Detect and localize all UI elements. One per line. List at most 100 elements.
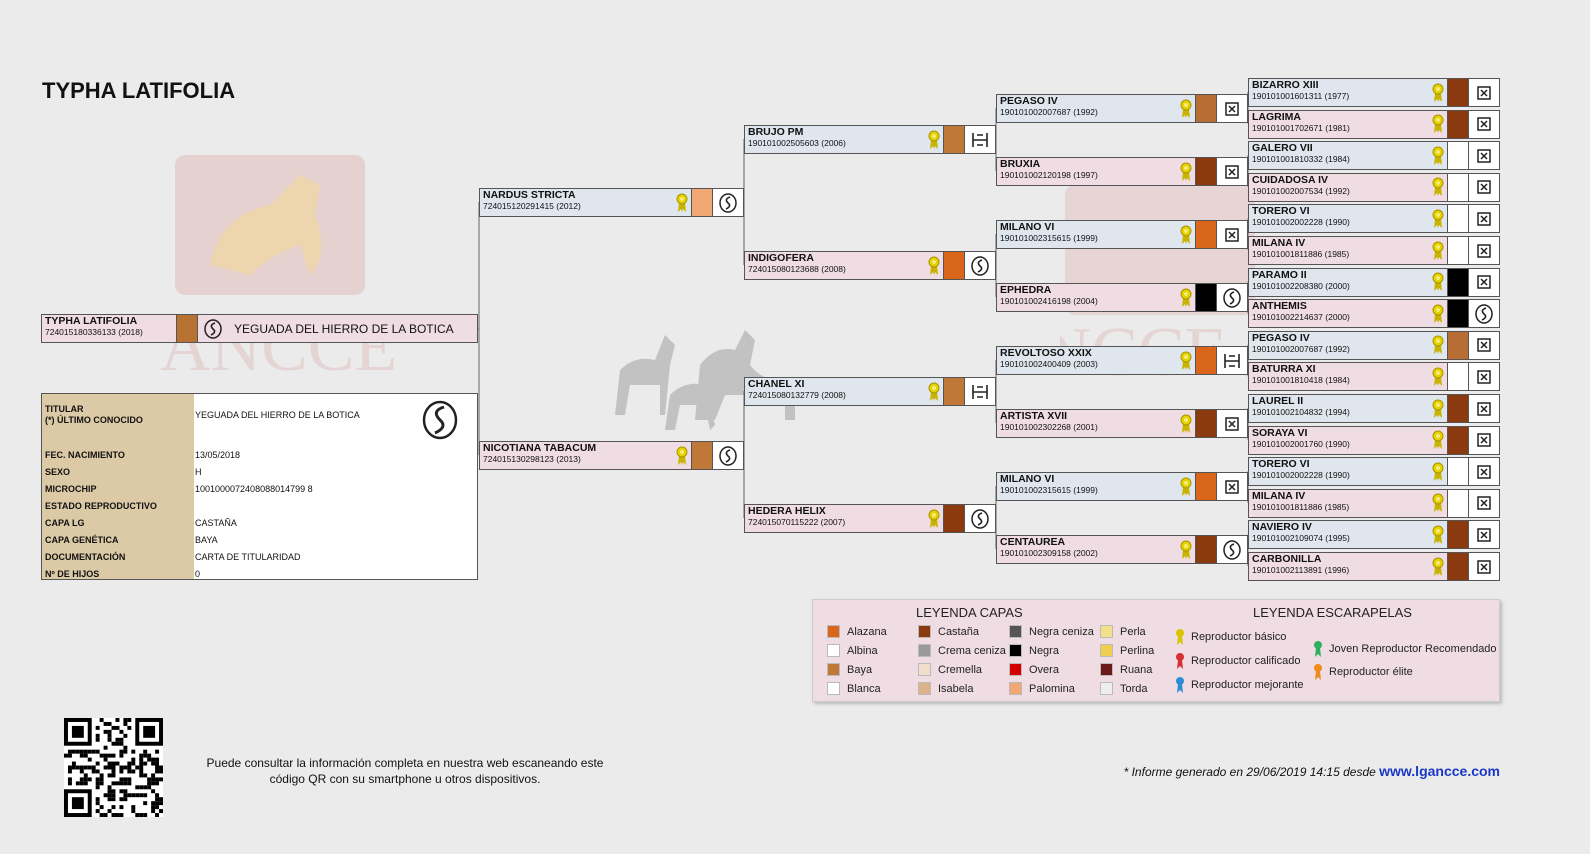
brand-icon <box>1469 268 1499 296</box>
legend-label: Cremella <box>938 663 983 676</box>
info-key: CAPA LG <box>45 518 85 528</box>
brand-icon <box>713 189 743 216</box>
qr-code[interactable] <box>64 718 163 817</box>
legend-capa-item: Perla <box>1100 625 1146 638</box>
page-title: TYPHA LATIFOLIA <box>42 78 236 103</box>
brand-icon <box>1469 205 1499 233</box>
rosette-icon <box>1177 221 1195 248</box>
ancestor-name: MILANA IV <box>1252 237 1306 249</box>
legend-label: Reproductor mejorante <box>1191 679 1304 691</box>
color-swatch <box>1009 625 1022 638</box>
ancestor-name: REVOLTOSO XXIX <box>1000 347 1092 359</box>
ancestor-name: HEDERA HELIX <box>748 505 826 517</box>
color-swatch <box>918 663 931 676</box>
legend-capa-item: Negra <box>1009 644 1059 657</box>
info-value: YEGUADA DEL HIERRO DE LA BOTICA <box>195 410 360 420</box>
info-key: FEC. NACIMIENTO <box>45 450 125 460</box>
legend-escarapela-item: Joven Reproductor Recomendado <box>1313 640 1497 658</box>
ancestor-reg: 190101001810418 (1984) <box>1252 375 1350 386</box>
ancestor-name: CARBONILLA <box>1252 553 1322 565</box>
color-swatch <box>691 442 713 469</box>
ancestor-reg: 190101001810332 (1984) <box>1252 154 1350 165</box>
color-swatch <box>827 682 840 695</box>
rosette-icon <box>1177 347 1195 374</box>
website-link[interactable]: www.lgancce.com <box>1379 763 1500 779</box>
color-swatch <box>691 189 713 216</box>
ancestor-name: MILANO VI <box>1000 473 1055 485</box>
info-value: CARTA DE TITULARIDAD <box>195 552 301 562</box>
brand-icon <box>1469 489 1499 517</box>
rosette-icon <box>1314 664 1322 680</box>
ancestor-reg: 190101002007687 (1992) <box>1252 343 1350 354</box>
brand-icon <box>965 378 995 405</box>
rosette-icon <box>1177 95 1195 122</box>
legend-label: Overa <box>1029 663 1059 676</box>
ancestor-name: PARAMO II <box>1252 268 1307 281</box>
color-swatch <box>918 625 931 638</box>
ancestor-reg: 190101002302268 (2001) <box>1000 422 1098 432</box>
legend-label: Joven Reproductor Recomendado <box>1329 643 1497 655</box>
brand-icon <box>1469 363 1499 391</box>
rosette-icon <box>1176 629 1184 645</box>
brand-icon <box>422 400 458 440</box>
color-swatch <box>1447 331 1469 359</box>
color-swatch <box>1447 79 1469 106</box>
info-value: 13/05/2018 <box>195 450 241 460</box>
legend-label: Reproductor élite <box>1329 666 1413 678</box>
ancestor-name: BRUJO PM <box>748 126 804 138</box>
ancestor-name: SORAYA VI <box>1252 426 1308 439</box>
color-swatch <box>827 644 840 657</box>
ancestor-name: GALERO VII <box>1252 142 1313 155</box>
color-swatch <box>1195 284 1217 311</box>
legend-capa-item: Perlina <box>1100 644 1154 657</box>
brand-icon <box>1469 110 1499 138</box>
brand-icon <box>1469 426 1499 454</box>
brand-icon <box>1469 521 1499 549</box>
color-swatch <box>1009 682 1022 695</box>
rosette-icon <box>1429 79 1447 106</box>
info-key: Nº DE HIJOS <box>45 569 100 579</box>
color-swatch <box>918 682 931 695</box>
color-swatch <box>1195 473 1217 500</box>
color-swatch <box>1009 644 1022 657</box>
rosette-icon <box>1429 205 1447 232</box>
color-swatch <box>827 625 840 638</box>
info-row: FEC. NACIMIENTO 13/05/2018 <box>42 450 477 464</box>
brand-icon <box>1217 536 1247 563</box>
subject-name: TYPHA LATIFOLIA <box>45 315 138 327</box>
legend-capa-item: Blanca <box>827 682 881 695</box>
